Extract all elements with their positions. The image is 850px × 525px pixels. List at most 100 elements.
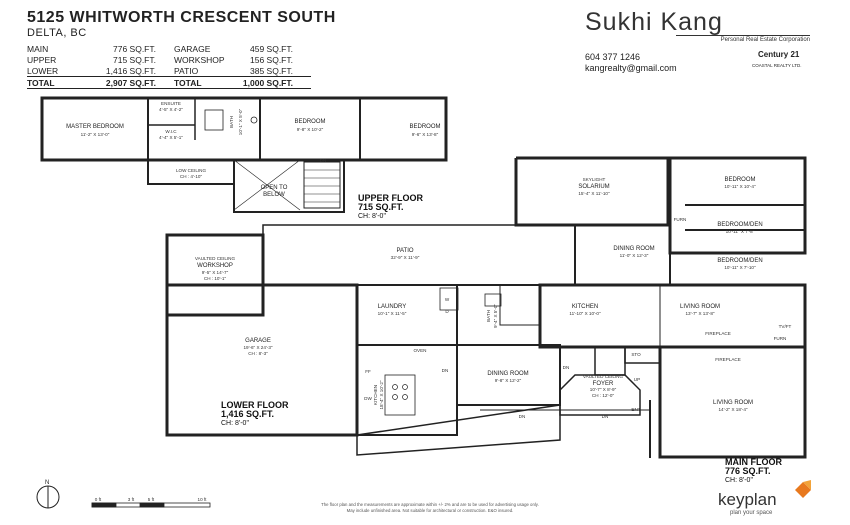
agent-name: Sukhi Kang xyxy=(585,8,723,36)
area-total-label: TOTAL xyxy=(174,76,237,89)
scale-label: 10 ft xyxy=(198,497,208,502)
room-dim: 11'-10" X 10'-0" xyxy=(569,311,601,316)
room-dim: 10'-1" X 11'-5" xyxy=(378,311,407,316)
appliance-tag: W xyxy=(445,297,450,302)
brokerage-logo: Century 21 xyxy=(758,50,800,59)
area-summary-table: MAIN 776 SQ.FT. GARAGE 459 SQ.FT. UPPER … xyxy=(27,43,311,89)
area-total-value: 2,907 SQ.FT. xyxy=(92,76,174,89)
stair-label: UP xyxy=(634,377,640,382)
agent-email: kangrealty@gmail.com xyxy=(585,63,677,73)
area-label: MAIN xyxy=(27,43,49,54)
room-name: BEDROOM xyxy=(409,124,440,130)
room-dim: CH : 4'-10" xyxy=(180,174,203,179)
floor-area: 715 SQ.FT. xyxy=(358,202,404,212)
room-dim: 18'-4" X 10'-2" xyxy=(379,380,384,409)
area-value: 715 SQ.FT. xyxy=(113,54,156,65)
room-name: LOW CEILING xyxy=(176,168,207,173)
floor-area: 1,416 SQ.FT. xyxy=(221,409,274,419)
room-name: VAULTED CEILING xyxy=(195,256,236,261)
area-row: LOWER 1,416 SQ.FT. PATIO 385 SQ.FT. xyxy=(27,65,311,77)
area-total-label: TOTAL xyxy=(27,76,92,89)
room-name: LIVING ROOM xyxy=(713,400,753,406)
scale-label: 3 ft xyxy=(128,497,135,502)
keyplan-tagline: plan your space xyxy=(730,510,773,516)
area-row: MAIN 776 SQ.FT. GARAGE 459 SQ.FT. xyxy=(27,43,311,54)
appliance-tag: OVEN xyxy=(413,348,426,353)
room-name: SKYLIGHT xyxy=(583,177,606,182)
stair-label: DN xyxy=(563,365,570,370)
room-name: SOLARIUM xyxy=(578,184,609,190)
area-total-value: 1,000 SQ.FT. xyxy=(237,76,311,89)
room-dim: 19'-6" X 24'-3" xyxy=(243,345,272,350)
floor-ch: CH: 8'-0" xyxy=(358,213,386,220)
stair-label: DN xyxy=(442,368,449,373)
property-address: 5125 WHITWORTH CRESCENT SOUTH xyxy=(27,9,336,26)
appliance-tag: FF xyxy=(365,369,371,374)
disclaimer-line: May include unfinished area. Not suitabl… xyxy=(346,507,514,513)
room-dim: 15'-4" X 11'-10" xyxy=(578,191,610,196)
keyplan-brand: keyplan xyxy=(718,490,777,509)
room-name: KITCHEN xyxy=(572,304,598,310)
room-dim: 4'-4" X 5'-1" xyxy=(159,135,183,140)
area-label: GARAGE xyxy=(174,43,211,54)
room-dim: 32'-9" X 11'-9" xyxy=(391,255,420,260)
room-name: VAULTED CEILING xyxy=(583,374,624,379)
room-name: BEDROOM/DEN xyxy=(717,258,762,264)
room-name: W.I.C xyxy=(165,129,177,134)
room-dim: 9'-8" X 10'-2" xyxy=(297,127,324,132)
room-dim: 11'-0" X 12'-3" xyxy=(620,253,649,258)
room-name: WORKSHOP xyxy=(197,263,233,269)
upper-floor-walls xyxy=(40,96,448,213)
stair-label: DN xyxy=(519,414,526,419)
room-dim: 9'-6" X 13'-8" xyxy=(412,132,439,137)
tv-tag: TV/FT xyxy=(779,324,792,329)
room-name: BATH xyxy=(486,310,491,322)
fireplace-tag: FIREPLACE xyxy=(705,331,731,336)
room-name: BEDROOM xyxy=(724,177,755,183)
disclaimer: The floor plan and the measurements are … xyxy=(240,502,620,513)
room-ch: CH : 12'-0" xyxy=(592,393,615,398)
room-dim: 9'-8" X 12'-2" xyxy=(495,378,522,383)
agent-title: Personal Real Estate Corporation xyxy=(676,35,810,43)
main-floor-walls xyxy=(514,156,807,459)
floor-area: 776 SQ.FT. xyxy=(725,466,771,476)
fireplace-tag: FIREPLACE xyxy=(715,357,741,362)
north-label: N xyxy=(45,480,49,486)
room-dim: 9'-4" X 5'-0" xyxy=(493,304,498,328)
room-dim: 11'-2" X 13'-0" xyxy=(81,132,110,137)
room-ch: CH : 10'-1" xyxy=(204,276,227,281)
room-dim: 10'-7" X 8'-9" xyxy=(590,387,617,392)
area-label: PATIO xyxy=(174,65,199,76)
room-name: BATH xyxy=(229,116,234,128)
area-label: WORKSHOP xyxy=(174,54,225,65)
area-row: UPPER 715 SQ.FT. WORKSHOP 156 SQ.FT. xyxy=(27,54,311,65)
room-name: DINING ROOM xyxy=(613,246,654,252)
area-value: 1,416 SQ.FT. xyxy=(105,65,156,76)
open-to-below: BELOW xyxy=(263,192,285,198)
entrance-tag: ENT xyxy=(631,407,640,412)
appliance-tag: DW xyxy=(364,396,372,401)
room-name: BEDROOM xyxy=(294,119,325,125)
disclaimer-line: The floor plan and the measurements are … xyxy=(321,502,539,507)
brokerage-sub: COASTAL REALTY LTD. xyxy=(752,63,802,68)
room-name: KITCHEN xyxy=(373,385,378,405)
area-label: UPPER xyxy=(27,54,57,65)
room-dim: 10'-11" X 7'-10" xyxy=(724,265,756,270)
storage-tag: STO xyxy=(631,352,641,357)
agent-contact: 604 377 1246 kangrealty@gmail.com xyxy=(585,52,677,74)
floor-name: MAIN FLOOR xyxy=(725,457,782,467)
area-value: 385 SQ.FT. xyxy=(250,65,293,76)
appliance-tag: D xyxy=(445,309,449,314)
area-label: LOWER xyxy=(27,65,59,76)
room-dim: 14'-2" X 18'-4" xyxy=(718,407,747,412)
room-name: GARAGE xyxy=(245,338,271,344)
room-dim: 10'-1" X 5'-0" xyxy=(238,108,243,135)
room-name: LIVING ROOM xyxy=(680,304,720,310)
room-dim: 9'-5" X 14'-7" xyxy=(202,270,229,275)
floor-ch: CH: 8'-0" xyxy=(221,420,249,427)
area-value: 156 SQ.FT. xyxy=(250,54,293,65)
room-name: DINING ROOM xyxy=(487,371,528,377)
room-name: PATIO xyxy=(396,248,413,254)
room-dim: 10'-11" X 10'-4" xyxy=(724,184,756,189)
